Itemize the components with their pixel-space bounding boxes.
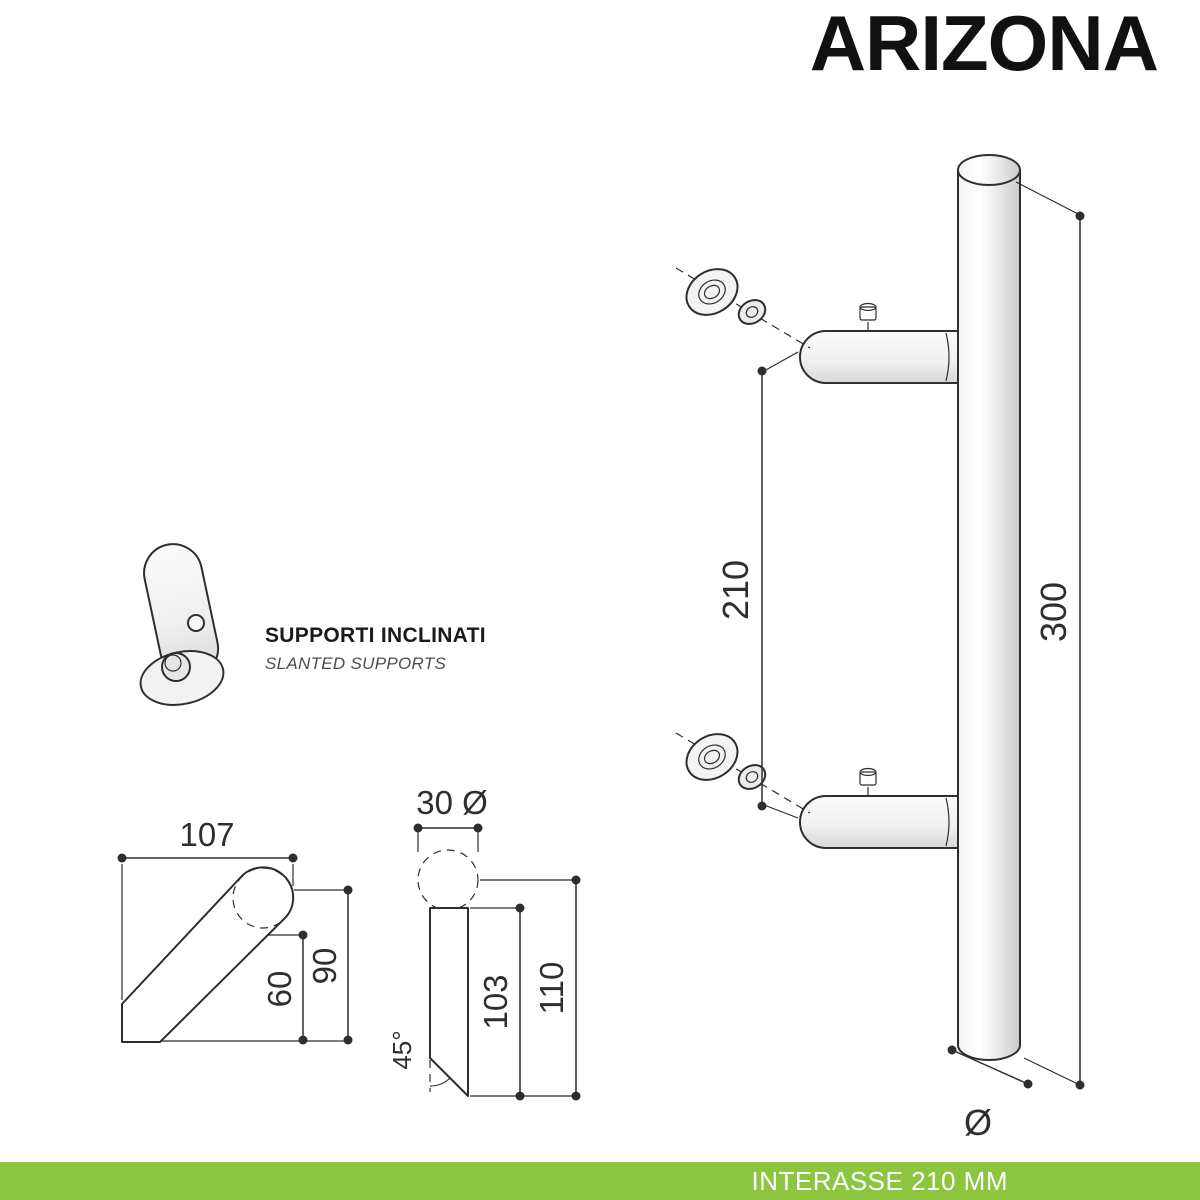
dimension-tube-diameter-mark: Ø	[947, 1045, 1033, 1143]
dim-30-label: 30 Ø	[416, 784, 488, 821]
bushing-top-hole	[745, 306, 759, 318]
dim-90-label: 90	[306, 948, 343, 985]
front-view-body	[429, 907, 469, 1097]
detail-label-secondary: SLANTED SUPPORTS	[265, 654, 447, 673]
tube-bottom-cap	[957, 1044, 1021, 1061]
dim-diameter-symbol: Ø	[964, 1102, 992, 1143]
front-view-tube-circle	[417, 849, 479, 911]
dim-300-dot-bottom	[1075, 1080, 1085, 1090]
bushing-bottom	[737, 764, 767, 790]
dim-300-ext-bottom	[1023, 1057, 1083, 1087]
side-view-tube-circle	[232, 867, 294, 929]
footer-bar: INTERASSE 210 MM	[0, 1162, 1200, 1200]
brand-title: ARIZONA	[809, 0, 1159, 87]
dim-110-dot-bottom	[571, 1091, 581, 1101]
assembly-axis-top	[675, 267, 811, 349]
support-top-shape	[799, 330, 959, 384]
dimension-angle-45: 45°	[387, 1030, 451, 1092]
dimension-interaxis-210: 210	[715, 351, 799, 819]
bushing-top	[737, 299, 767, 325]
dim-210-dot-top	[757, 366, 767, 376]
support-top	[799, 330, 959, 384]
dimension-30-diameter: 30 Ø	[413, 784, 488, 852]
dimension-103: 103	[470, 903, 525, 1101]
support-front-view: 45° 30 Ø 103	[387, 784, 581, 1101]
grub-screw-top-head	[859, 302, 877, 312]
bushing-bottom-hole	[745, 771, 759, 783]
washer-bottom-mid	[698, 744, 726, 770]
assembly-axis-bottom	[675, 732, 811, 814]
dim-103-label: 103	[477, 974, 514, 1029]
bushing-top-outer	[737, 299, 767, 325]
dim-300-ext-top	[1015, 181, 1081, 216]
fixing-hardware-top	[675, 267, 877, 349]
footer-interaxis-label: INTERASSE 210 MM	[751, 1166, 1008, 1196]
dim-107-dot-right	[288, 853, 298, 863]
support-bottom-joint-line	[945, 797, 950, 847]
support-detail-view	[139, 543, 225, 706]
washer-top-mid	[698, 279, 726, 305]
washer-top-outer	[685, 268, 739, 316]
washer-top-hole	[703, 284, 721, 300]
washer-top	[685, 268, 739, 316]
detail-label-block: SUPPORTI INCLINATI SLANTED SUPPORTS	[265, 624, 486, 674]
dim-210-label: 210	[715, 560, 756, 620]
dim-110-dot-top	[571, 875, 581, 885]
tube-top-cap	[957, 154, 1021, 186]
dim-90-dot-top	[343, 885, 353, 895]
grub-screw-top	[859, 302, 877, 330]
detail-label-primary: SUPPORTI INCLINATI	[265, 624, 486, 647]
handle-tube	[957, 154, 1021, 1061]
dimension-107: 107	[117, 816, 298, 1000]
dim-103-dot-top	[515, 903, 525, 913]
support-detail-screw-hole	[187, 614, 205, 632]
dim-dia-dot-right	[1023, 1079, 1033, 1089]
side-view-arm	[121, 866, 295, 1043]
dim-60-dot-bottom	[298, 1035, 308, 1045]
dim-90-dot-bottom	[343, 1035, 353, 1045]
washer-bottom-hole	[703, 749, 721, 765]
dimension-60: 60	[261, 930, 308, 1045]
support-detail-socket	[161, 652, 191, 682]
dim-107-label: 107	[179, 816, 234, 853]
dim-210-ext-bottom	[763, 804, 799, 819]
grub-screw-bottom	[859, 767, 877, 795]
dim-210-dot-bottom	[757, 801, 767, 811]
dimension-90: 90	[160, 885, 353, 1045]
dim-30-dot-left	[413, 823, 423, 833]
bushing-bottom-outer	[737, 764, 767, 790]
grub-screw-bottom-body	[859, 771, 877, 786]
handle-main-view: 210 300 Ø	[675, 154, 1085, 1143]
dim-45-label: 45°	[387, 1030, 417, 1069]
support-bottom-shape	[799, 795, 959, 849]
dim-60-dot-top	[298, 930, 308, 940]
dim-110-label: 110	[533, 962, 570, 1015]
dim-30-dot-right	[473, 823, 483, 833]
fixing-hardware-bottom	[675, 732, 877, 814]
grub-screw-top-body	[859, 306, 877, 321]
support-bottom	[799, 795, 959, 849]
washer-bottom-outer	[685, 733, 739, 781]
washer-bottom	[685, 733, 739, 781]
dimension-110: 110	[470, 875, 581, 1101]
grub-screw-bottom-head	[859, 767, 877, 777]
support-top-joint-line	[945, 332, 950, 382]
dim-dia-line	[951, 1049, 1029, 1085]
dim-60-label: 60	[261, 971, 298, 1008]
dim-210-ext-top	[763, 351, 799, 372]
dim-300-dot-top	[1075, 211, 1085, 221]
dim-dia-dot-left	[947, 1045, 957, 1055]
angle-45-arc	[429, 1077, 451, 1087]
support-side-view: 107 90 60	[117, 816, 353, 1045]
dim-300-label: 300	[1033, 582, 1074, 642]
support-detail-socket-hole	[164, 654, 182, 672]
dim-107-dot-left	[117, 853, 127, 863]
dimension-overall-300: 300	[1015, 181, 1085, 1090]
tube-body	[958, 170, 1020, 1045]
